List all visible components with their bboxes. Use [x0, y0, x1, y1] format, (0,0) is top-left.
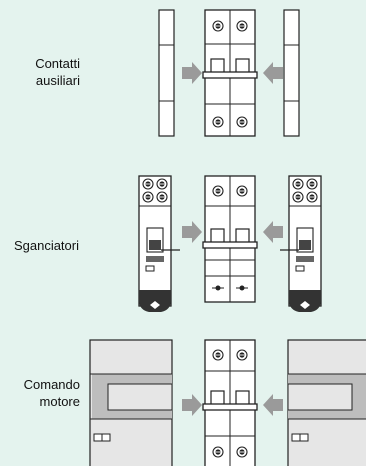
arrow-right-icon [182, 62, 202, 84]
auxiliary-contact-left-icon [158, 9, 175, 137]
breaker-module-icon [202, 175, 258, 303]
row-label-trip-units: Sganciatori [14, 237, 79, 254]
motor-operator-left-icon [89, 339, 173, 466]
row-label-line1: Sganciatori [13, 238, 79, 253]
auxiliary-contact-right-icon [283, 9, 300, 137]
arrow-left-icon [263, 394, 283, 416]
row-label-auxiliary-contacts: Contatti ausiliari [35, 55, 80, 89]
breaker-module-icon [203, 10, 257, 136]
arrow-left-icon [263, 62, 283, 84]
row-trip-units [138, 175, 322, 312]
trip-unit-right-icon [280, 175, 322, 312]
arrow-left-icon [263, 221, 283, 243]
motor-operator-right-icon [287, 339, 366, 466]
row-label-motor-control: Comando motore [24, 376, 80, 410]
arrow-right-icon [182, 394, 202, 416]
row-label-line1: Comando [23, 377, 80, 392]
arrow-right-icon [182, 221, 202, 243]
row-label-line1: Contatti [35, 56, 80, 71]
trip-unit-left-icon [138, 175, 180, 312]
row-label-line2: motore [39, 394, 80, 409]
row-label-line2: ausiliari [35, 73, 80, 88]
row-motor-control [89, 339, 366, 466]
breaker-module-icon [202, 339, 258, 466]
row-auxiliary-contacts [158, 9, 300, 137]
